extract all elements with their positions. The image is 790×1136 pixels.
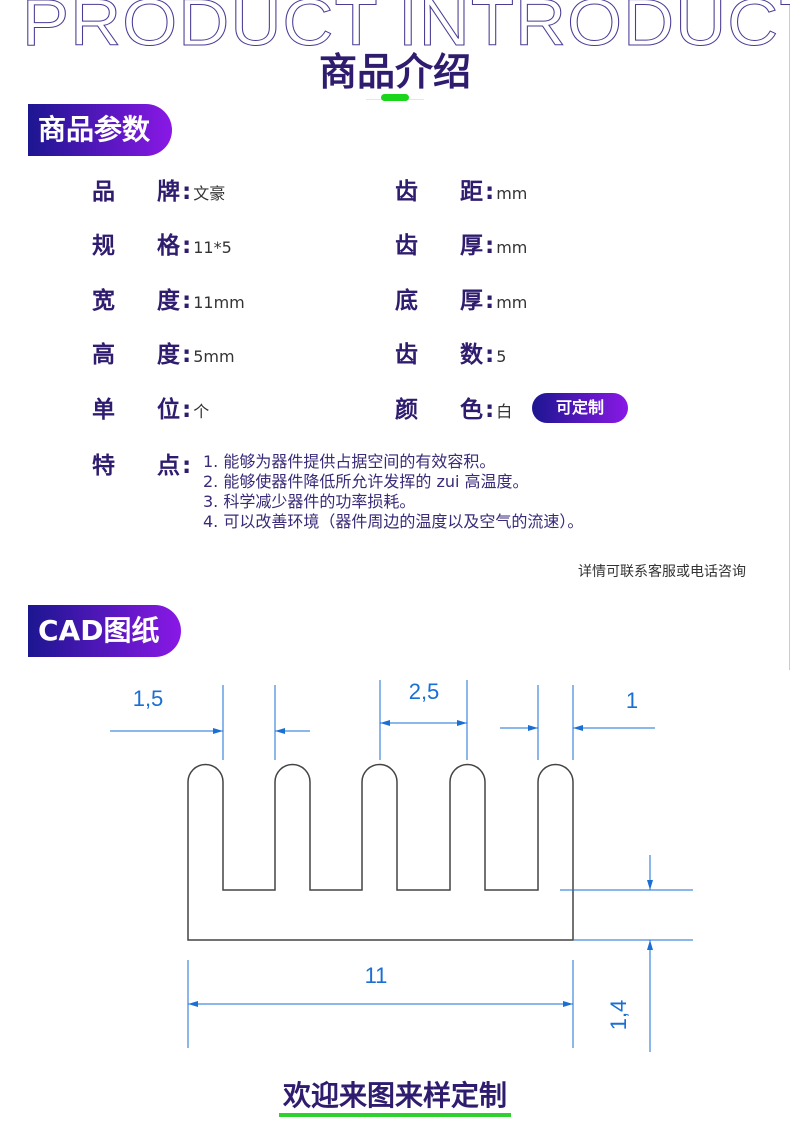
- param-value: 个: [193, 402, 210, 421]
- feature-item: 4. 可以改善环境（器件周边的温度以及空气的流速）。: [203, 512, 584, 531]
- param-value: mm: [496, 293, 528, 312]
- section-badge-params: 商品参数: [28, 104, 173, 156]
- param-value: 5mm: [193, 347, 235, 366]
- param-label: 颜色: [395, 397, 483, 423]
- param-label: 齿厚: [395, 233, 483, 259]
- param-label: 单位: [92, 397, 180, 423]
- param-label: 齿距: [395, 179, 483, 205]
- dim-fin-gap: 1,5: [133, 686, 164, 711]
- label: 特点: [92, 453, 180, 479]
- param-row: 齿厚:mm: [395, 226, 527, 260]
- param-value: 白: [496, 402, 513, 421]
- param-row: 颜色:白: [395, 390, 512, 424]
- section-badge-cad: CAD图纸: [28, 605, 182, 657]
- param-label: 规格: [92, 233, 180, 259]
- param-row: 单位:个: [92, 390, 209, 424]
- param-value: 文豪: [193, 184, 226, 203]
- dim-width: 11: [365, 963, 388, 988]
- page-title: 商品介绍: [318, 50, 471, 94]
- param-label: 高度: [92, 342, 180, 368]
- param-value: mm: [496, 238, 528, 257]
- bg-title: PRODUCT INTRODUCTION: [21, 0, 790, 59]
- param-label: 宽度: [92, 288, 180, 314]
- feature-item: 1. 能够为器件提供占据空间的有效容积。: [203, 452, 496, 471]
- dimension-lines: [110, 680, 693, 1052]
- param-label: 品牌: [92, 179, 180, 205]
- param-row: 规格:11*5: [92, 226, 232, 260]
- param-row: 高度:5mm: [92, 335, 235, 369]
- footer-text: 欢迎来图来样定制: [278, 1079, 511, 1117]
- feature-item: 2. 能够使器件降低所允许发挥的 zui 高温度。: [203, 472, 529, 491]
- param-value: 11*5: [193, 238, 232, 257]
- param-value: 5: [496, 347, 507, 366]
- dim-pitch: 2,5: [409, 679, 440, 704]
- contact-note: 详情可联系客服或电话咨询: [578, 564, 746, 580]
- param-row: 齿数:5: [395, 335, 506, 369]
- features-label: 特点:: [92, 446, 191, 480]
- features-list: 1. 能够为器件提供占据空间的有效容积。 2. 能够使器件降低所允许发挥的 zu…: [203, 452, 583, 532]
- footer-slogan: 欢迎来图来样定制: [0, 1079, 790, 1117]
- dim-base: 1,4: [606, 1000, 631, 1031]
- customizable-badge: 可定制: [532, 393, 628, 423]
- param-label: 齿数: [395, 342, 483, 368]
- title-accent-bar: [381, 94, 409, 101]
- dim-fin: 1: [626, 688, 638, 713]
- param-row: 齿距:mm: [395, 172, 527, 206]
- param-value: mm: [496, 184, 528, 203]
- param-label: 底厚: [395, 288, 483, 314]
- param-row: 底厚:mm: [395, 281, 527, 315]
- feature-item: 3. 科学减少器件的功率损耗。: [203, 492, 416, 511]
- param-value: 11mm: [193, 293, 245, 312]
- param-row: 宽度:11mm: [92, 281, 245, 315]
- heatsink-profile: [187, 763, 574, 941]
- param-row: 品牌:文豪: [92, 172, 225, 206]
